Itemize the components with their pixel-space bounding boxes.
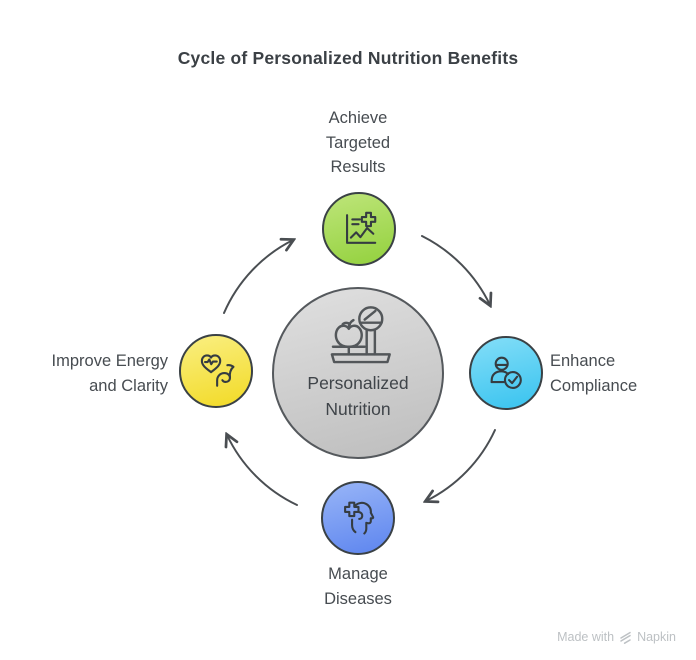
person-check-icon <box>490 356 522 389</box>
label-manage-diseases: Manage Diseases <box>324 565 392 608</box>
node-improve-energy-and-clarity <box>179 334 253 408</box>
watermark-brand: Napkin <box>637 630 676 644</box>
watermark-prefix: Made with <box>557 630 615 644</box>
arrow-top-to-right <box>421 235 490 305</box>
center-node-label: Personalized Nutrition <box>307 373 409 419</box>
label-achieve-targeted-results: Achieve Targeted Results <box>325 109 391 176</box>
chart-medical-cross-icon <box>346 211 377 244</box>
label-improve-energy-and-clarity: Improve Energy and Clarity <box>51 352 168 395</box>
label-enhance-compliance: Enhance Compliance <box>550 352 638 395</box>
arrow-left-to-top <box>223 240 293 314</box>
node-manage-diseases <box>321 481 395 555</box>
center-node-personalized-nutrition: Personalized Nutrition <box>272 287 444 459</box>
arrow-right-to-bottom <box>426 429 496 501</box>
napkin-logo-icon <box>620 631 631 644</box>
watermark: Made with Napkin <box>557 630 676 644</box>
weighing-scale-apple-icon <box>330 306 391 364</box>
node-enhance-compliance <box>469 336 543 410</box>
node-achieve-targeted-results <box>322 192 396 266</box>
arrow-bottom-to-left <box>227 435 298 506</box>
page-title: Cycle of Personalized Nutrition Benefits <box>177 48 519 68</box>
heart-bicep-icon <box>200 354 235 387</box>
head-medical-cross-icon <box>344 501 375 535</box>
